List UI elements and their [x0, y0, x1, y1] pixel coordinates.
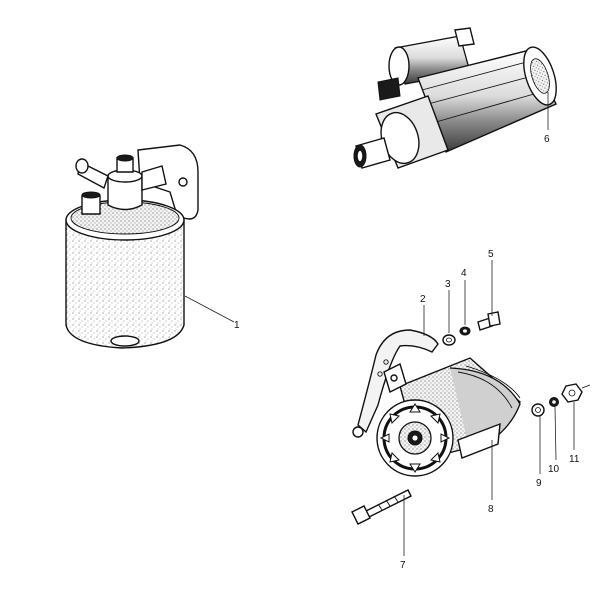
- callout-labels: 1 2 3 4 5 6 7 8 9 10 11: [234, 134, 580, 571]
- long-bolt-part: [351, 489, 412, 525]
- callout-9: 9: [536, 478, 542, 489]
- adjusting-bracket-part: [352, 329, 439, 438]
- alternator-fan: [379, 403, 451, 473]
- callout-4: 4: [461, 268, 467, 279]
- nut-part: [561, 383, 591, 403]
- leader-lines: [184, 92, 575, 556]
- spring-washer-part: [459, 326, 471, 336]
- alternator-part: [376, 357, 522, 477]
- callout-5: 5: [488, 249, 494, 260]
- callout-11: 11: [569, 454, 580, 465]
- leader-10: [554, 406, 557, 461]
- leader-1: [184, 295, 235, 323]
- callout-2: 2: [420, 294, 426, 305]
- callout-6: 6: [544, 134, 550, 145]
- callout-8: 8: [488, 504, 494, 515]
- lock-washer-part: [549, 397, 559, 407]
- callout-10: 10: [548, 464, 560, 475]
- bolt-part: [477, 311, 501, 331]
- callout-7: 7: [400, 560, 406, 571]
- washer-part: [442, 334, 456, 346]
- flat-washer-part: [531, 403, 545, 417]
- fuel-filter-part: [65, 144, 199, 349]
- callout-3: 3: [445, 279, 451, 290]
- starter-motor-part: [353, 27, 557, 169]
- callout-1: 1: [234, 320, 240, 331]
